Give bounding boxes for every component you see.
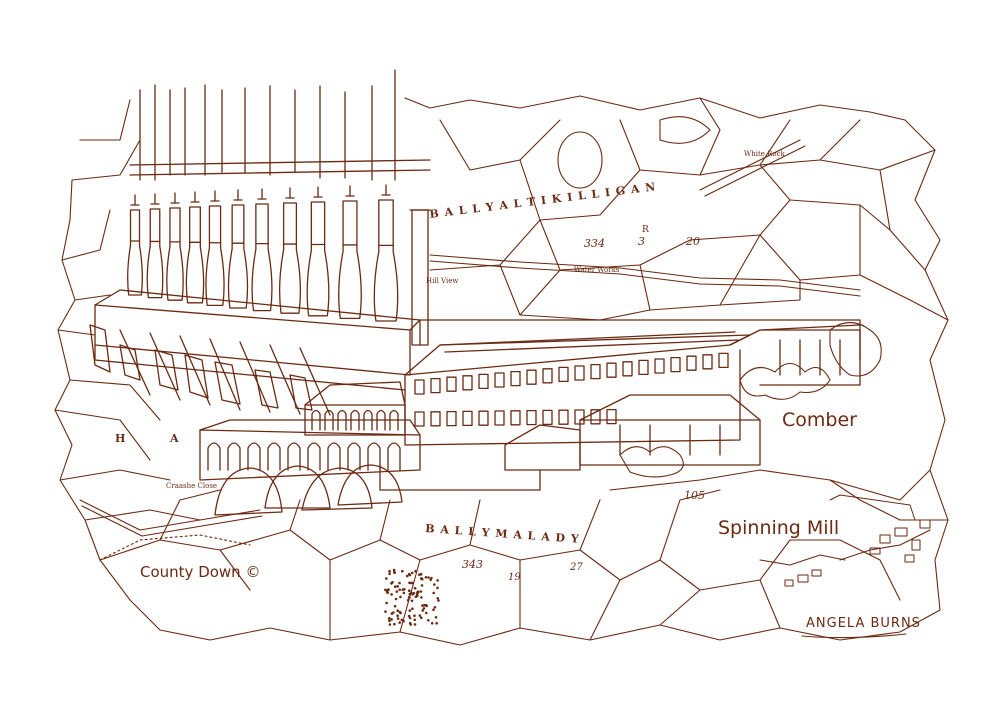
mill-buildings <box>199 209 861 491</box>
arched-window <box>389 409 399 431</box>
arched-window <box>347 442 361 471</box>
window <box>702 354 713 370</box>
arched-window <box>247 442 261 471</box>
arched-window <box>207 442 221 471</box>
bobbin <box>127 194 143 296</box>
map-letter-h: H <box>115 432 125 445</box>
window <box>414 379 425 395</box>
map-label-hill-view: Hill View <box>426 277 458 285</box>
arched-window <box>376 409 386 431</box>
arched-window <box>267 442 281 471</box>
window <box>414 411 425 427</box>
window <box>430 411 441 427</box>
map-number-20: 20 <box>685 235 700 248</box>
arched-window <box>307 442 321 471</box>
window <box>558 366 569 383</box>
window <box>670 356 681 373</box>
window <box>590 363 601 380</box>
bobbin <box>166 192 184 301</box>
window <box>478 373 489 390</box>
arched-window <box>327 442 341 471</box>
label-comber: Comber <box>782 409 857 431</box>
window <box>510 410 521 426</box>
window <box>446 410 457 427</box>
map-letter-r: R <box>642 225 649 235</box>
map-number-3: 3 <box>638 235 645 248</box>
map-field-boundaries <box>54 95 949 646</box>
arched-window <box>287 442 301 471</box>
arched-window <box>350 409 360 431</box>
map-letter-a: A <box>169 432 179 445</box>
map-number-334: 334 <box>584 237 605 250</box>
window <box>638 359 649 376</box>
window <box>542 409 553 426</box>
spinning-bobbins <box>127 184 399 322</box>
bobbin <box>146 193 164 299</box>
stone-domes <box>214 464 403 516</box>
window <box>462 375 473 391</box>
window <box>494 410 505 426</box>
bobbin <box>227 189 249 309</box>
spinning-frame <box>89 289 421 416</box>
bobbin <box>205 190 225 307</box>
window <box>718 352 729 369</box>
artist-signature: ANGELA BURNS <box>806 616 921 631</box>
bobbin <box>338 185 362 320</box>
arched-window <box>387 442 401 471</box>
map-label-white-rock: White Rock <box>744 150 786 158</box>
arched-window <box>367 442 381 471</box>
label-spinning-mill: Spinning Mill <box>718 517 839 539</box>
map-label-craashe-close: Craashe Close <box>166 482 217 490</box>
stippled-field <box>384 568 440 626</box>
map-number-27: 27 <box>569 562 583 573</box>
window <box>430 377 441 394</box>
label-county-down: County Down © <box>140 563 260 581</box>
window <box>494 372 505 388</box>
bobbin <box>185 191 205 304</box>
window <box>574 365 585 381</box>
arched-window <box>227 442 241 471</box>
settlement-cluster <box>784 494 931 587</box>
window <box>654 358 665 374</box>
arched-window <box>311 409 321 431</box>
window <box>478 410 489 426</box>
window <box>622 361 633 377</box>
bobbin <box>306 186 330 317</box>
bobbin <box>251 188 273 312</box>
map-number-343: 343 <box>462 558 483 571</box>
window <box>526 369 537 385</box>
bobbin <box>373 184 399 322</box>
window <box>510 370 521 387</box>
map-number-19: 19 <box>508 572 521 583</box>
window <box>558 409 569 425</box>
window <box>590 409 601 425</box>
window <box>446 376 457 392</box>
window <box>606 408 617 425</box>
frame-uprights <box>129 69 431 181</box>
bobbin <box>278 187 302 314</box>
arched-window <box>324 409 334 431</box>
townland-ballyaltikilligan: B A L L Y A L T I K I L L I G A N <box>429 180 657 221</box>
map-number-105: 105 <box>684 489 705 502</box>
window <box>686 355 697 371</box>
map-label-water-works: Water Works <box>574 266 620 274</box>
window <box>462 410 473 427</box>
arched-window <box>363 409 373 431</box>
signature-underline <box>801 633 907 639</box>
window <box>606 362 617 378</box>
window <box>526 409 537 426</box>
window <box>542 368 553 384</box>
townland-ballymalady: B A L L Y M A L A D Y <box>425 522 580 546</box>
trees <box>619 321 882 478</box>
arched-window <box>337 409 347 431</box>
